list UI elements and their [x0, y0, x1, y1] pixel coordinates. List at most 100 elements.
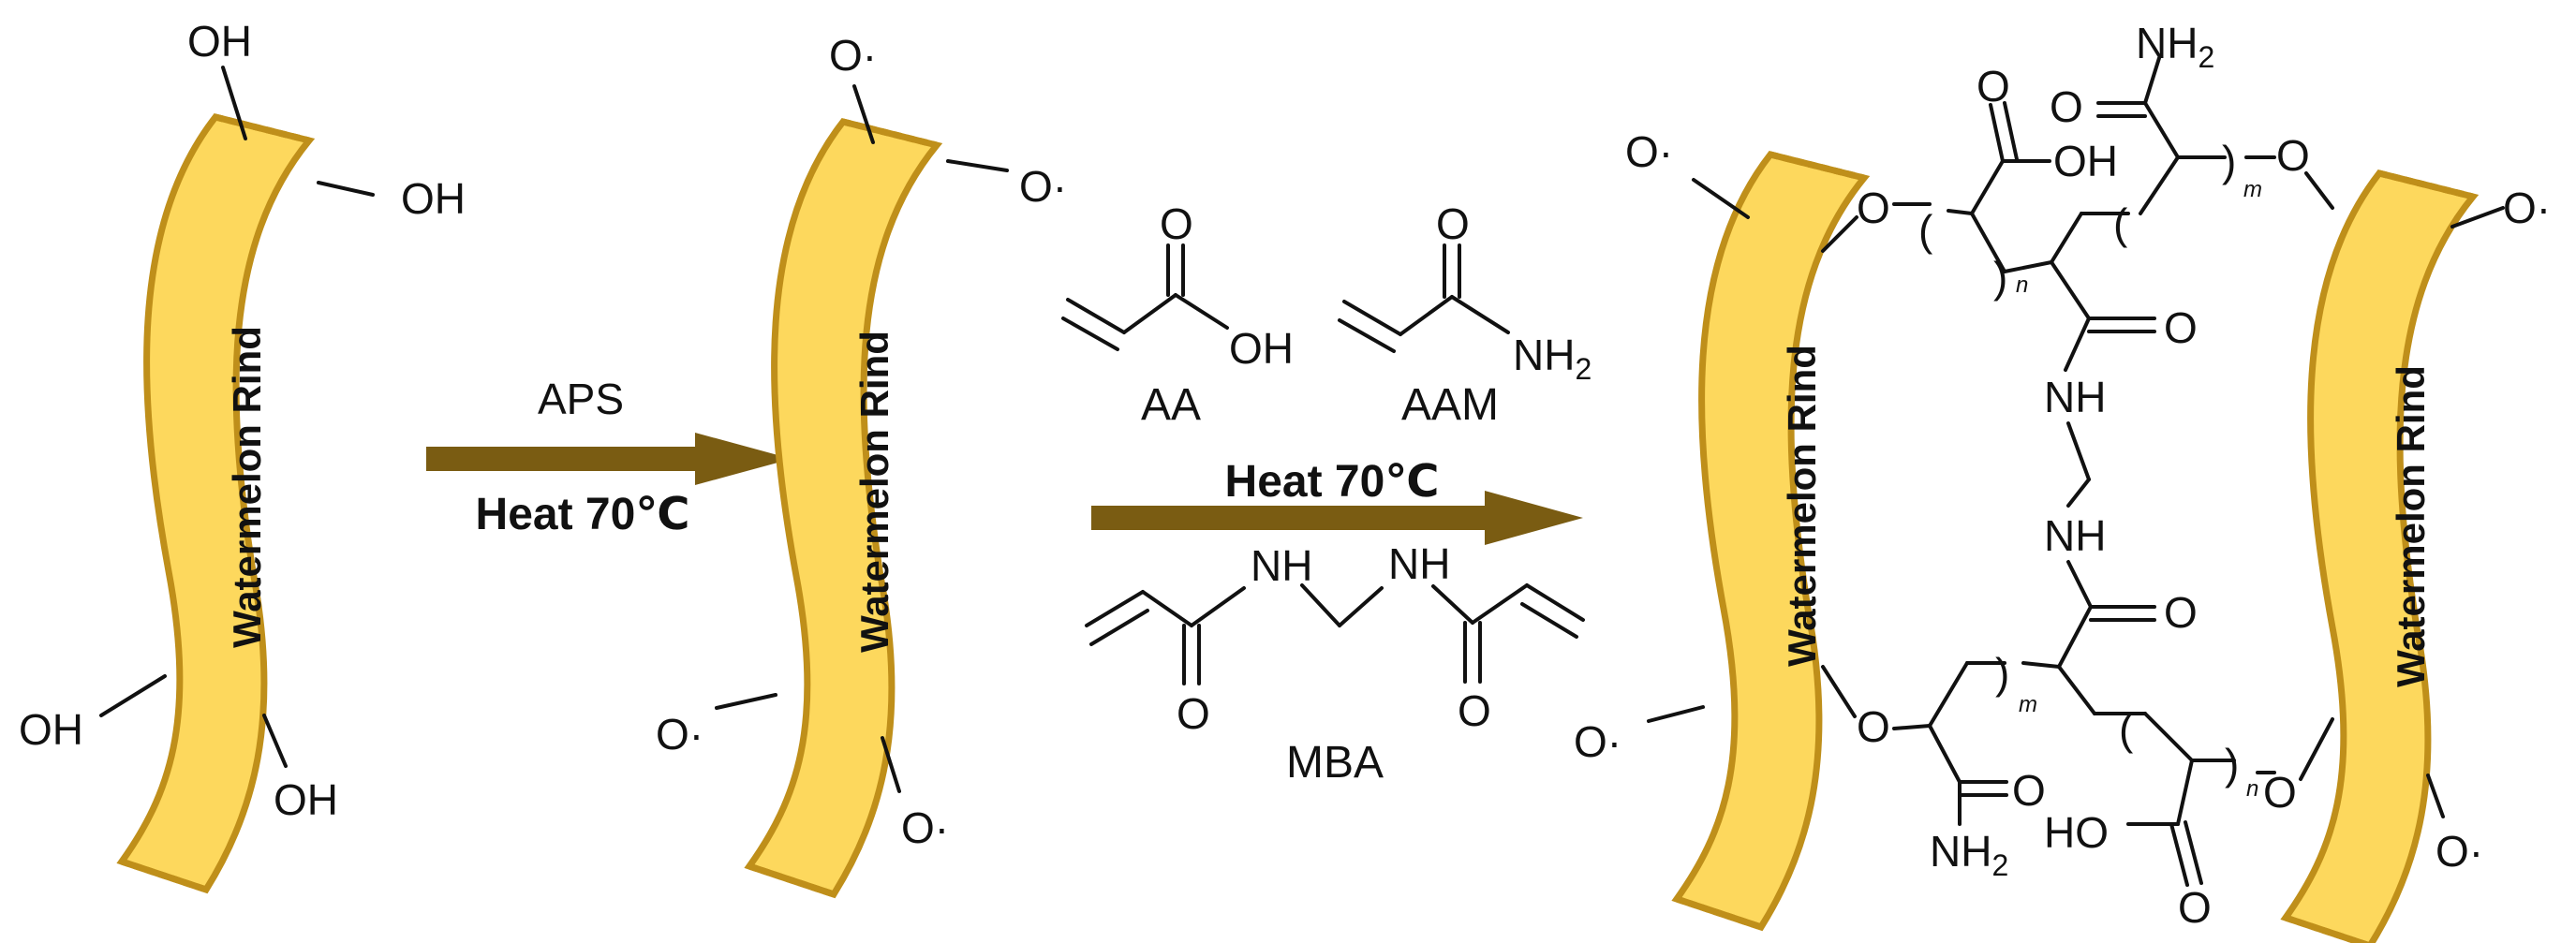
- paren-n2-open: (: [2119, 705, 2134, 754]
- paren-n-open: (: [1918, 206, 1933, 255]
- net-carbonyl-a1: [1989, 103, 2005, 163]
- oh-bond-3: [99, 674, 167, 717]
- aa-bond-oh: [1174, 293, 1229, 330]
- net-bond-amide-top: [2143, 101, 2180, 159]
- condition-heat-2: Heat 70℃: [1225, 457, 1440, 507]
- p-radical-bond-2: [1647, 705, 1705, 723]
- aam-vinyl-2: [1338, 318, 1396, 353]
- bridge-o-1: O: [2164, 303, 2198, 352]
- hydroxyl-4: OH: [274, 775, 338, 824]
- ether-o-3: O: [1857, 702, 1890, 751]
- net-o-amide-top: O: [2050, 82, 2083, 131]
- mba-bond-nr: [1431, 584, 1474, 625]
- subscript-n-1: n: [2016, 273, 2028, 298]
- net-carbonyl-d2: [2184, 820, 2203, 885]
- p-radical-bond-4: [2426, 774, 2445, 818]
- net-bond-nh2-top: [2143, 56, 2161, 105]
- net-nh2-top: NH2: [2136, 19, 2214, 74]
- rind-hydroxyl: Watermelon Rind OH OH OH OH: [19, 17, 466, 890]
- monomer-aam: O NH2 AAM: [1338, 199, 1591, 430]
- p-radical-bond-1: [1692, 178, 1750, 219]
- radical-bond-3: [715, 693, 777, 710]
- paren-m-close: ): [2222, 137, 2236, 185]
- arrow-1: [426, 433, 792, 485]
- radical-bond-1: [852, 84, 875, 144]
- bridge-bond-2: [2064, 317, 2091, 372]
- hydroxyl-3: OH: [19, 705, 83, 754]
- bridge-bond-1: [2050, 260, 2091, 320]
- monomer-mba: O NH NH O MBA: [1085, 539, 1585, 788]
- aa-vinyl-2: [1061, 317, 1119, 351]
- hydroxyl-2: OH: [401, 174, 466, 223]
- mba-bond-nl: [1190, 586, 1246, 627]
- radical-2: O·: [1019, 162, 1067, 211]
- mba-bond-l: [1141, 590, 1193, 627]
- label-aam: AAM: [1401, 380, 1499, 430]
- mba-bond-r: [1471, 583, 1529, 625]
- subscript-m-1: m: [2243, 177, 2262, 202]
- paren-n2-close: ): [2225, 740, 2239, 788]
- rind-2-label: Watermelon Rind: [852, 331, 896, 653]
- condition-heat-1: Heat 70℃: [476, 490, 690, 539]
- rind-2-body: [749, 122, 937, 894]
- aam-bond-c: [1399, 295, 1454, 336]
- radical-1: O·: [829, 31, 877, 80]
- rind-product-left: Watermelon Rind O· O·: [1574, 127, 1864, 927]
- subscript-n-2: n: [2246, 776, 2258, 802]
- aa-bond-c: [1122, 293, 1177, 334]
- rind-1-label: Watermelon Rind: [225, 326, 269, 648]
- bridge-ch2-1: [2066, 421, 2091, 481]
- paren-m-open: (: [2113, 199, 2128, 248]
- net-bond-l3: [2021, 661, 2061, 669]
- ether-o-1: O: [1857, 184, 1890, 232]
- p-radical-4: O·: [2435, 827, 2483, 876]
- p-radical-bond-3: [2450, 206, 2505, 228]
- radical-bond-2: [946, 159, 1009, 172]
- radical-3: O·: [656, 710, 703, 759]
- mba-amine-r: NH: [1388, 539, 1450, 588]
- rind-radical: Watermelon Rind O· O· O· O·: [656, 31, 1067, 894]
- net-bond-c1: [1947, 209, 1974, 215]
- net-bond-l6: [2143, 712, 2194, 762]
- rind-product-right: Watermelon Rind O· O·: [2286, 173, 2551, 943]
- net-carbonyl-a2: [2003, 101, 2019, 161]
- net-bond-o4-rind: [2299, 717, 2334, 781]
- hydroxyl-1: OH: [187, 17, 252, 66]
- ether-o-2: O: [2276, 131, 2310, 180]
- mba-vinyl-r-1: [1525, 583, 1585, 622]
- net-oh-1: OH: [2053, 137, 2118, 185]
- rind-3-label: Watermelon Rind: [1780, 345, 1824, 667]
- bridge-o-2: O: [2164, 588, 2198, 637]
- net-ho-low: HO: [2044, 808, 2109, 857]
- aam-bond-n: [1450, 295, 1510, 334]
- net-nh2-low: NH2: [1930, 827, 2008, 882]
- radical-4: O·: [901, 803, 949, 852]
- net-bond-c3: [2003, 260, 2053, 273]
- rind-3-body: [1677, 155, 1864, 927]
- paren-n-close: ): [1993, 253, 2007, 302]
- p-radical-3: O·: [2503, 184, 2551, 232]
- net-carbonyl-d1: [2169, 822, 2189, 887]
- arrow-2: [1091, 491, 1583, 545]
- aam-oxygen: O: [1436, 199, 1470, 248]
- oh-bond-2: [317, 181, 375, 197]
- mba-oxygen-r: O: [1458, 686, 1491, 735]
- net-bond-o3-c: [1892, 724, 1932, 730]
- net-bond-l1: [1928, 661, 1969, 728]
- monomer-aa: O OH AA: [1061, 199, 1294, 430]
- net-bond-l4: [2057, 665, 2096, 715]
- aa-oxygen: O: [1160, 199, 1193, 248]
- ether-o-4: O: [2263, 768, 2297, 817]
- paren-m2-close: ): [1995, 649, 2009, 698]
- bridge-bond-3: [2066, 560, 2093, 609]
- bridge-bond-4: [2057, 605, 2093, 669]
- p-radical-1: O·: [1625, 127, 1673, 176]
- net-bond-c1-cooh: [1970, 159, 2005, 215]
- reagent-aps: APS: [538, 375, 624, 423]
- label-aa: AA: [1141, 380, 1201, 430]
- oh-bond-4: [262, 714, 288, 768]
- mba-oxygen-l: O: [1177, 689, 1210, 738]
- aa-hydroxyl: OH: [1229, 324, 1294, 373]
- mba-vinyl-r-2: [1520, 602, 1578, 639]
